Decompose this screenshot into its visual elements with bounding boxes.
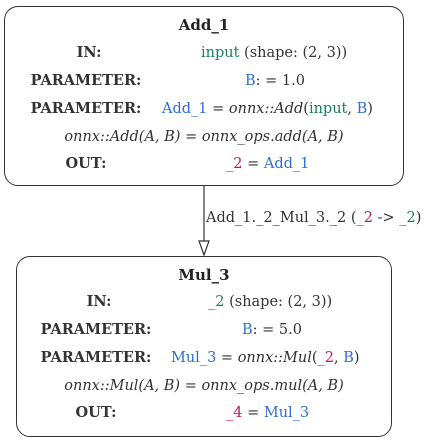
node-param-row: PARAMETER: B: = 1.0 [5,72,403,90]
in-name: input [201,45,240,61]
param-expression: Mul_3 = onnx::Mul(_2, B) [171,350,360,366]
in-value: _2 (shape: (2, 3)) [208,293,332,311]
out-value: _4 = Mul_3 [226,405,310,421]
edge-label-close: ) [415,210,422,226]
in-shape: (shape: (2, 3)) [229,294,333,310]
out-value: _2 = Add_1 [226,156,310,172]
node-param-row: PARAMETER: Mul_3 = onnx::Mul(_2, B) [17,349,391,367]
param-arg: B [343,350,354,366]
node-formula-row: onnx::Add(A, B) = onnx_ops.add(A, B) [5,128,403,146]
in-label: IN: [76,44,102,61]
in-value: input (shape: (2, 3)) [201,44,347,62]
node-out-row: OUT: _4 = Mul_3 [17,404,391,422]
out-label: OUT: [75,404,117,421]
param-value: B: = 1.0 [245,72,305,90]
node-title: Add_1 [178,16,230,34]
edge-arrowhead [198,240,210,257]
param-op: onnx::Add [228,101,304,117]
node-in-row: IN: _2 (shape: (2, 3)) [17,293,391,311]
node-add-1[interactable]: Add_1 IN: input (shape: (2, 3)) PARAMETE… [4,6,404,186]
edge-label-to: _2 [399,210,416,226]
op-formula: onnx::Mul(A, B) = onnx_ops.mul(A, B) [64,378,344,394]
out-label: OUT: [65,155,107,172]
param-label: PARAMETER: [40,321,152,338]
node-title: Mul_3 [178,266,230,284]
node-param-row: PARAMETER: Add_1 = onnx::Add(input, B) [5,100,403,118]
node-in-row: IN: input (shape: (2, 3)) [5,44,403,62]
param-name: Mul_3 [171,350,217,366]
out-var: _4 [226,405,243,421]
param-name: B [242,322,253,338]
param-name: B [245,73,256,89]
param-value: B: = 5.0 [242,321,302,339]
param-label: PARAMETER: [30,100,142,117]
param-name: Add_1 [162,101,208,117]
param-op: onnx::Mul [237,350,312,366]
op-formula: onnx::Add(A, B) = onnx_ops.add(A, B) [64,129,344,145]
edge-label-from: _2 [356,210,373,226]
param-arg: _2 [317,350,335,366]
node-out-row: OUT: _2 = Add_1 [5,155,403,173]
param-label: PARAMETER: [40,349,152,366]
out-name: Add_1 [263,156,310,172]
param-label: PARAMETER: [30,72,142,89]
in-label: IN: [86,293,112,310]
node-param-row: PARAMETER: B: = 5.0 [17,321,391,339]
in-shape: (shape: (2, 3)) [244,45,348,61]
param-arg: B [356,101,368,117]
in-name: _2 [208,294,225,310]
edge-label-arrow: -> [372,210,400,226]
edge-label: Add_1._2_Mul_3._2 (_2 -> _2) [206,209,421,227]
node-mul-3[interactable]: Mul_3 IN: _2 (shape: (2, 3)) PARAMETER: … [16,256,392,437]
param-const: : = 5.0 [252,322,302,338]
param-arg: input [308,101,348,117]
out-name: Mul_3 [263,405,310,421]
out-var: _2 [226,156,243,172]
param-expression: Add_1 = onnx::Add(input, B) [162,101,373,117]
edge-label-main: Add_1._2_Mul_3._2 ( [206,210,357,226]
node-formula-row: onnx::Mul(A, B) = onnx_ops.mul(A, B) [17,377,391,395]
param-const: : = 1.0 [255,73,305,89]
